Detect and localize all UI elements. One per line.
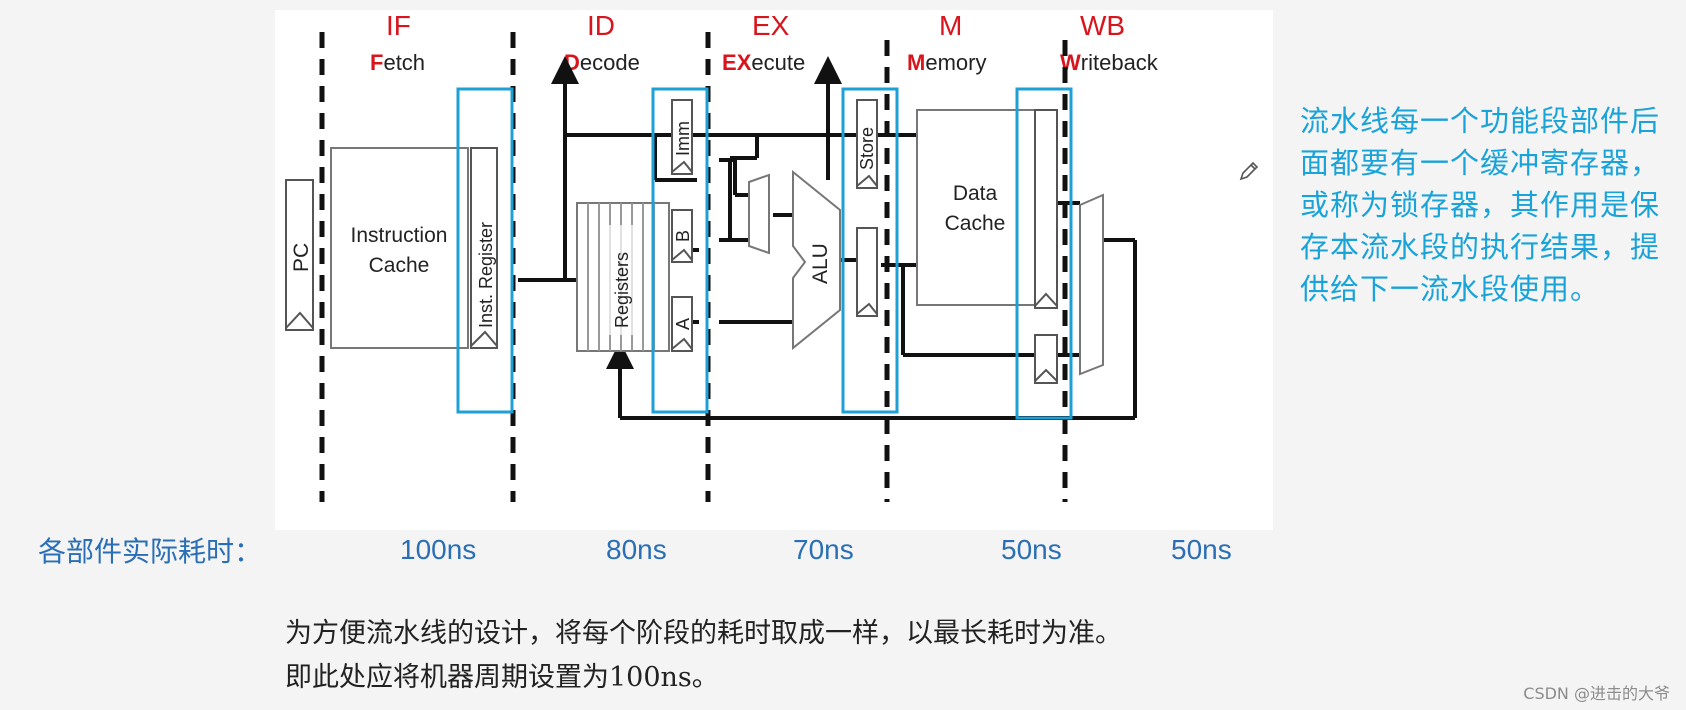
b-latch <box>671 209 693 263</box>
data-cache-label-line2: Cache <box>945 212 1006 235</box>
alu-label: ALU <box>809 243 832 284</box>
stage-if-initial: F <box>370 50 384 75</box>
timing-ex: 70ns <box>793 534 854 565</box>
id-ex-latches: Imm B A <box>671 99 693 352</box>
b-label: B <box>673 230 693 242</box>
stage-m-rest: emory <box>925 50 987 75</box>
instruction-cache: Instruction Cache <box>330 147 469 349</box>
if-id-highlight-box <box>456 87 514 414</box>
timing-label: 各部件实际耗时： <box>38 535 263 568</box>
stage-id-rest: ecode <box>579 50 640 75</box>
timing-if: 100ns <box>400 534 477 565</box>
stage-ex-name: EXecute <box>722 50 805 76</box>
imm-label: Imm <box>673 121 693 156</box>
stage-m-abbr: M <box>939 10 963 41</box>
store-latch <box>856 99 878 189</box>
csdn-watermark: CSDN @进击的大爷 <box>1523 684 1670 703</box>
instruction-cache-label-line1: Instruction <box>351 224 448 247</box>
wb-mux <box>1079 193 1104 376</box>
m-wb-highlight-box <box>1015 87 1073 420</box>
pipeline-diagram-panel: IF Fetch ID Decode EX EXecute M Memory W… <box>275 10 1273 530</box>
timing-m: 50ns <box>1001 534 1062 565</box>
alu: ALU <box>792 169 841 351</box>
stage-ex-initial: E <box>722 50 737 75</box>
stage-m-initial: M <box>907 50 926 75</box>
ex-mux <box>748 173 770 255</box>
inst-register-label: Inst. Register <box>476 222 496 328</box>
latch-highlights <box>456 87 1073 420</box>
timing-wb: 50ns <box>1171 534 1232 565</box>
store-label: Store <box>857 127 877 170</box>
m-wb-latches <box>1034 109 1058 384</box>
data-cache-label-line1: Data <box>953 182 998 205</box>
instruction-cache-label-line2: Cache <box>369 254 430 277</box>
data-cache: Data Cache <box>916 109 1038 306</box>
stage-id-abbr: ID <box>587 10 615 41</box>
pc-register: PC <box>285 179 314 331</box>
ex-m-latches: Store <box>856 99 878 317</box>
stage-ex-rest: ecute <box>751 50 806 75</box>
stage-if-name: Fetch <box>370 50 425 76</box>
stage-wb-abbr: WB <box>1080 10 1126 41</box>
stage-if-rest: etch <box>383 50 426 75</box>
pc-label: PC <box>290 243 313 272</box>
pipeline-schematic: PC Instruction Cache Inst. Register <box>285 32 1137 502</box>
ex-m-highlight-box <box>841 87 899 414</box>
cycle-design-note-line2: 即此处应将机器周期设置为100ns。 <box>285 662 719 693</box>
cycle-design-note: 为方便流水线的设计，将每个阶段的耗时取成一样，以最长耗时为准。 即此处应将机器周… <box>285 612 1122 700</box>
imm-latch <box>671 99 693 175</box>
cycle-design-note-line1: 为方便流水线的设计，将每个阶段的耗时取成一样，以最长耗时为准。 <box>285 618 1122 649</box>
registers-label: Registers <box>612 252 632 328</box>
latch-explanation-note: 流水线每一个功能段部件后面都要有一个缓冲寄存器，或称为锁存器，其作用是保存本流水… <box>1300 104 1661 306</box>
instruction-register: Inst. Register <box>470 147 498 349</box>
component-timing-row: 各部件实际耗时： 100ns 80ns 70ns 50ns 50ns <box>0 530 1300 580</box>
mem-data-latch <box>1034 109 1058 309</box>
stage-ex-abbr: EX <box>752 10 790 41</box>
stage-boundaries <box>319 32 1068 502</box>
register-file: Registers <box>576 202 670 352</box>
timing-id: 80ns <box>606 534 667 565</box>
stage-ex-second: X <box>736 50 752 75</box>
stage-m-name: Memory <box>907 50 986 76</box>
stage-wb-name: Writeback <box>1060 50 1158 76</box>
a-label: A <box>673 318 693 330</box>
stage-wb-rest: riteback <box>1080 50 1158 75</box>
id-ex-highlight-box <box>651 87 709 414</box>
pencil-icon <box>1239 161 1259 181</box>
wb-result-latch <box>1034 334 1058 384</box>
stage-if-abbr: IF <box>386 10 411 41</box>
a-latch <box>671 296 693 352</box>
alu-output-latch <box>856 227 878 317</box>
